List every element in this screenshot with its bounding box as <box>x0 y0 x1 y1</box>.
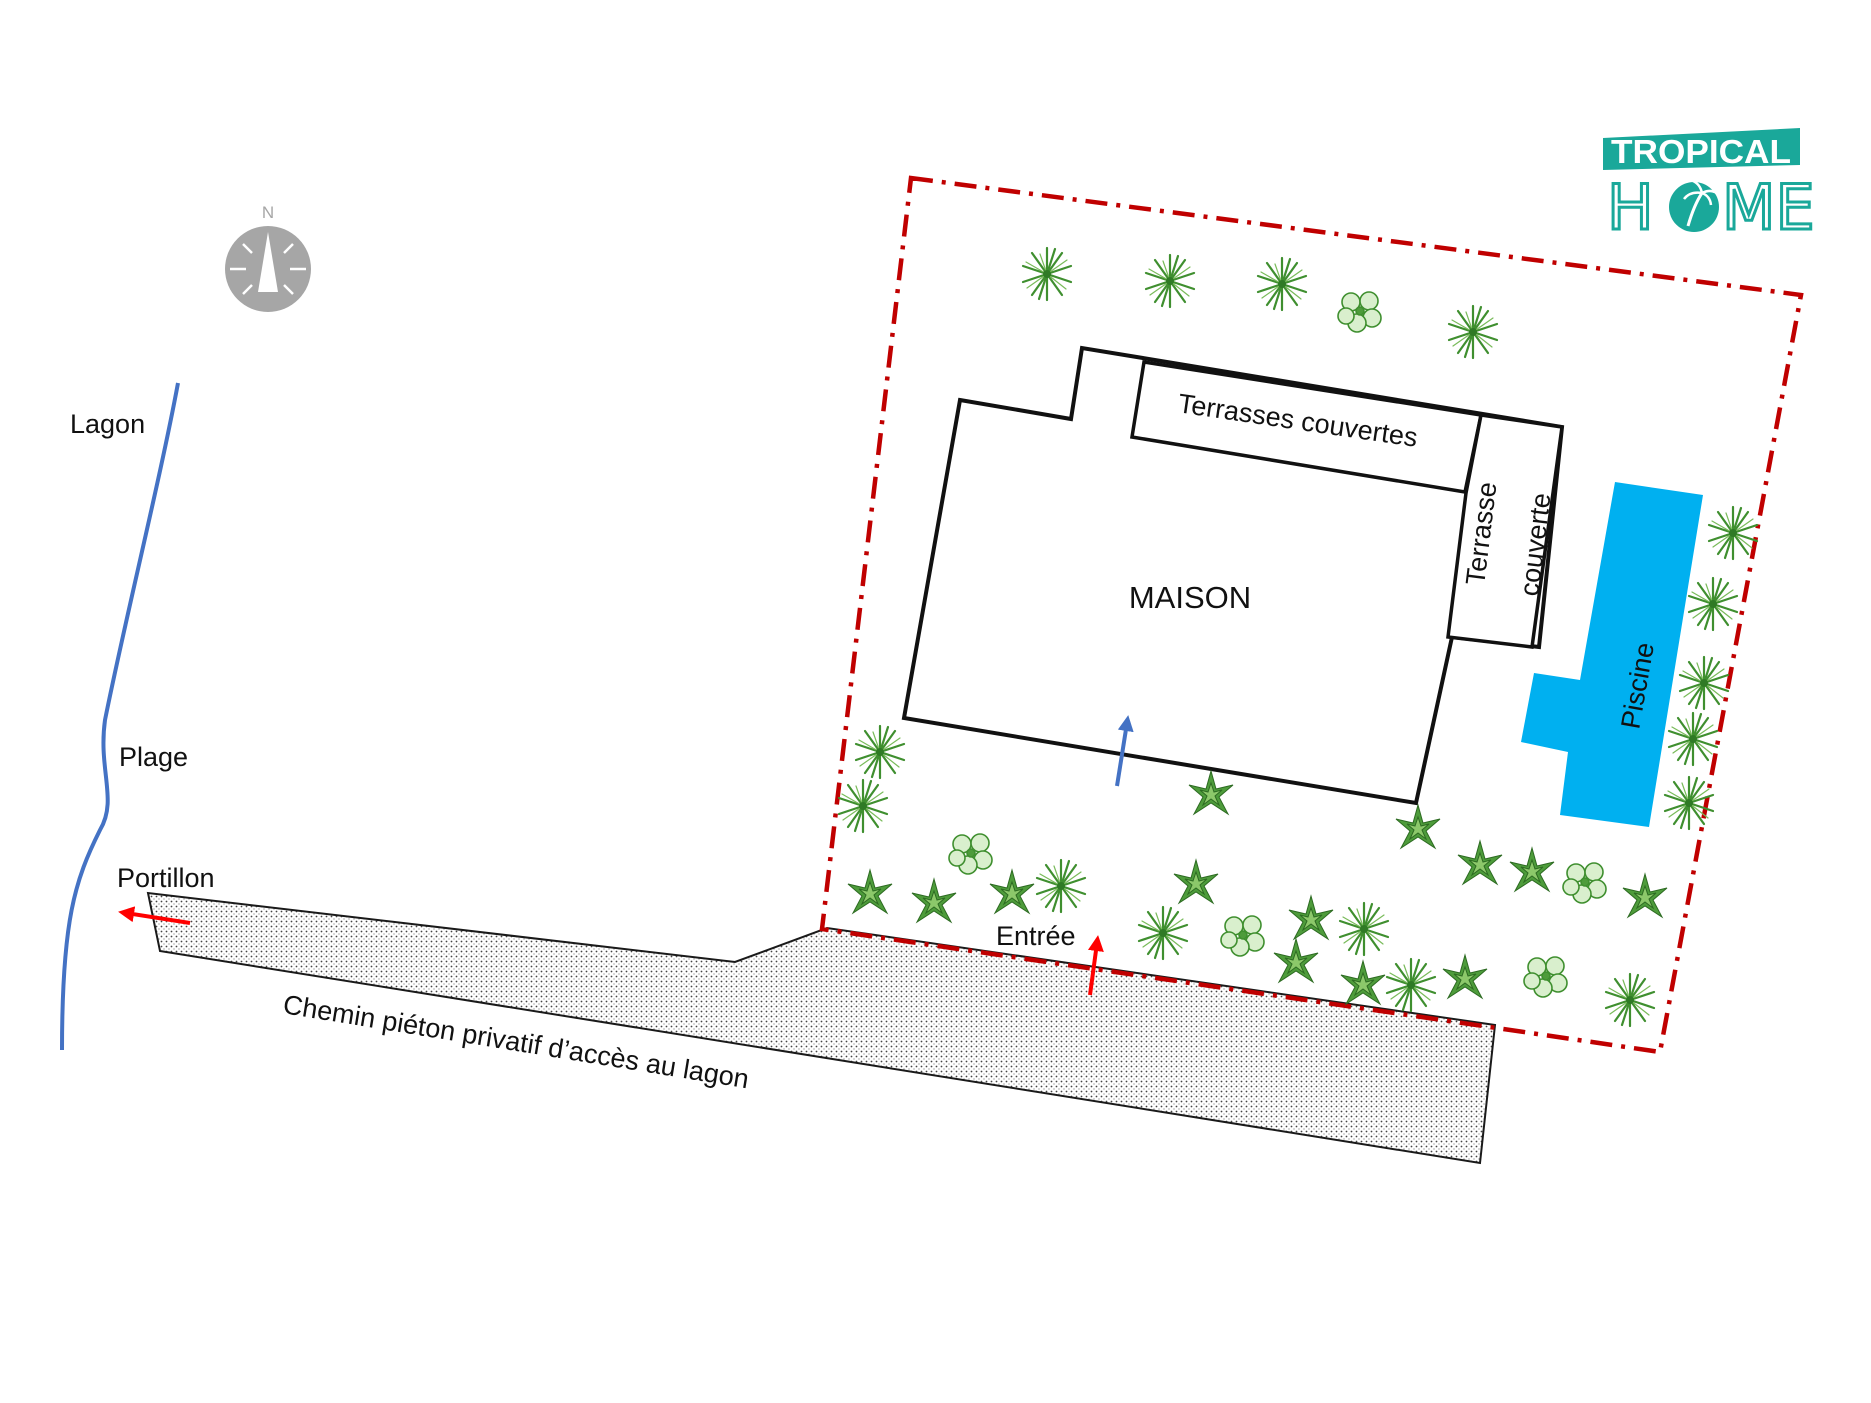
label-plage: Plage <box>119 742 188 772</box>
footpath-area <box>146 891 1497 1165</box>
plant-icon <box>1340 960 1386 1005</box>
palm-icon <box>1678 655 1730 711</box>
label-lagon: Lagon <box>70 409 145 439</box>
plant-icon <box>847 869 893 914</box>
entrance-arrow <box>1088 935 1104 996</box>
label-entree: Entrée <box>996 921 1076 951</box>
logo-home-left: H <box>1607 171 1654 244</box>
logo-line1: TROPICAL <box>1611 133 1791 170</box>
palm-icon <box>1447 304 1499 360</box>
plant-icon <box>1523 956 1568 998</box>
palm-icon <box>1604 972 1656 1028</box>
plant-icon <box>989 869 1035 914</box>
palm-icon <box>1035 858 1087 914</box>
palm-icon <box>837 778 889 834</box>
plant-icon <box>1173 859 1219 904</box>
label-portillon: Portillon <box>117 863 215 893</box>
plant-icon <box>1337 291 1382 333</box>
palm-icon <box>1137 905 1189 961</box>
plant-icon <box>1288 895 1334 940</box>
tropical-home-logo: TROPICAL H ME <box>1603 128 1816 246</box>
plant-icon <box>1457 840 1503 885</box>
compass-north-label: N <box>262 203 274 222</box>
plant-icon <box>911 878 957 923</box>
palm-icon <box>1707 505 1759 561</box>
label-maison: MAISON <box>1129 580 1251 615</box>
compass-icon: N <box>225 203 311 312</box>
plant-icon <box>1395 804 1441 849</box>
logo-sun-palm <box>1669 179 1720 232</box>
portillon-arrow <box>118 906 191 925</box>
covered-terrace-side <box>1446 413 1564 649</box>
logo-home-right: ME <box>1722 171 1815 244</box>
plant-icon <box>1509 847 1555 892</box>
palm-icon <box>1144 253 1196 309</box>
plant-icon <box>1562 862 1607 904</box>
palm-icon <box>1687 576 1739 632</box>
palm-icon <box>1021 246 1073 302</box>
plant-icon <box>1622 873 1668 918</box>
plant-icon <box>1220 915 1265 957</box>
plant-icon <box>1188 770 1234 815</box>
palm-icon <box>1338 901 1390 957</box>
palm-icon <box>1256 256 1308 312</box>
palm-icon <box>1667 711 1719 767</box>
palm-icon <box>1385 957 1437 1013</box>
lagoon-shoreline <box>60 382 180 1051</box>
palm-icon <box>854 724 906 780</box>
plant-icon <box>1442 954 1488 999</box>
pool <box>1521 482 1703 827</box>
house-access-arrow <box>1115 715 1134 787</box>
plant-icon <box>1273 938 1319 983</box>
plant-icon <box>948 833 993 875</box>
